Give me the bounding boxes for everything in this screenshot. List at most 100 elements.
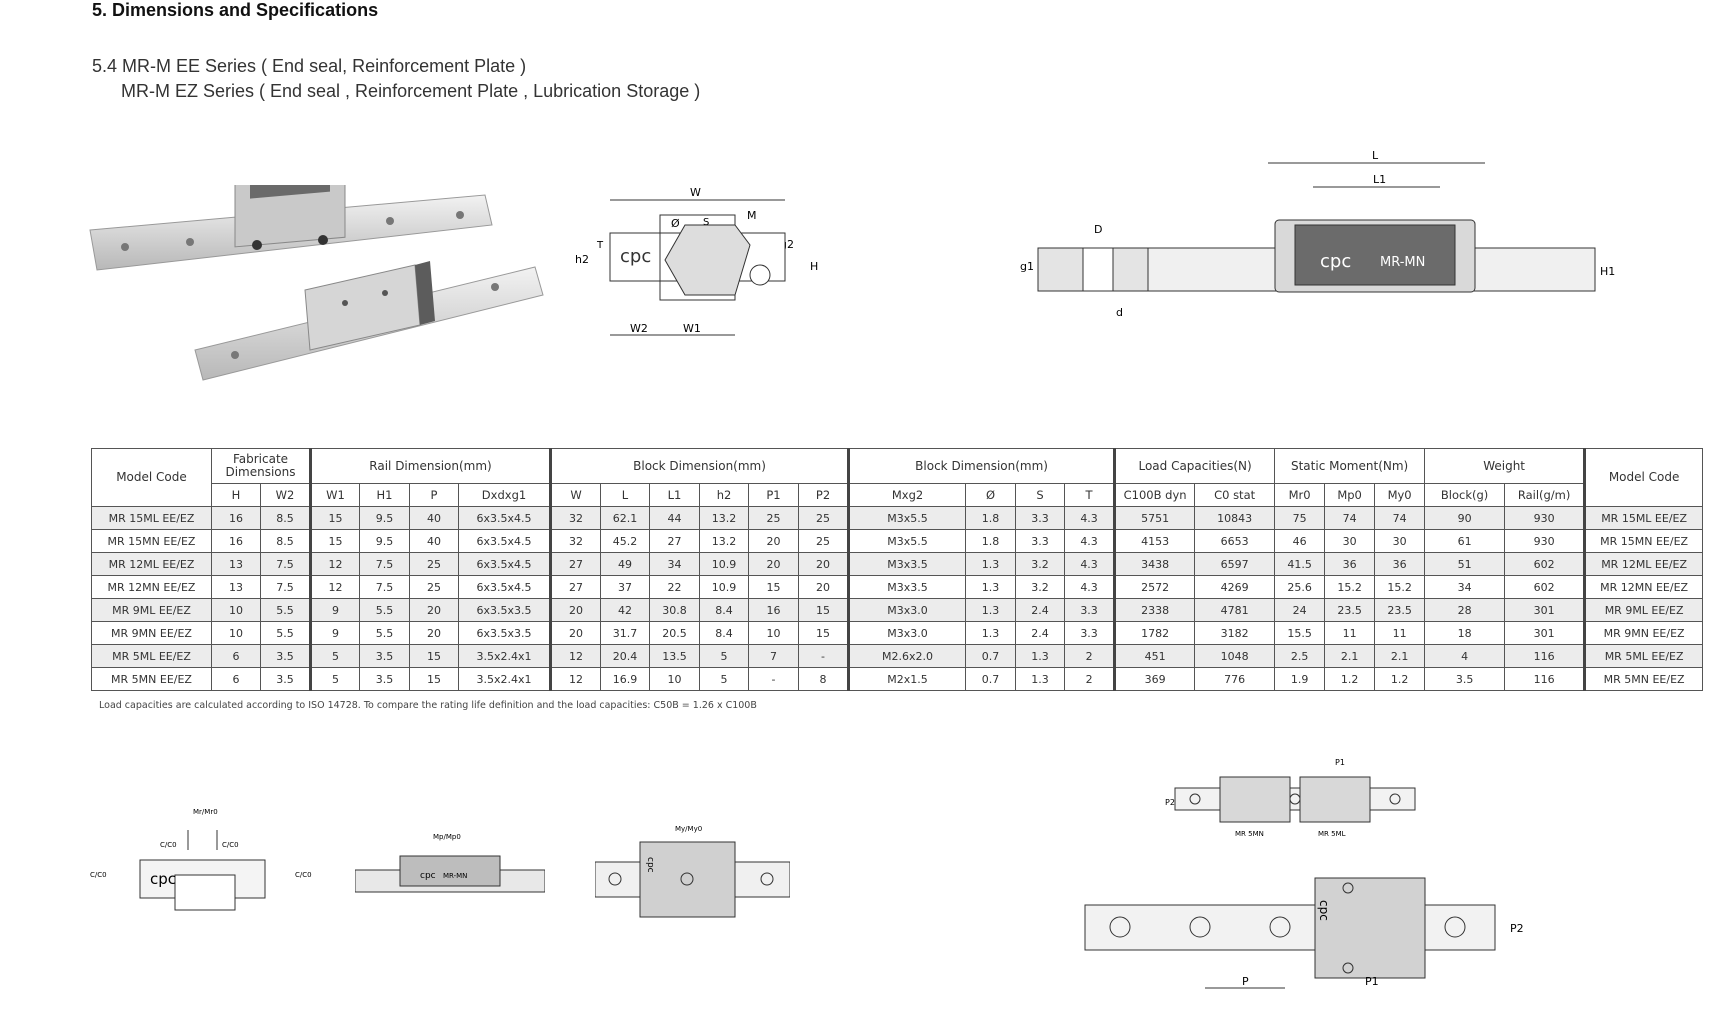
table-cell: 301 [1504,598,1586,622]
dim-label-g1: g1 [1020,260,1034,273]
table-cell: 3.5 [260,644,311,668]
table-cell: 30 [1374,529,1426,553]
section-title: 5. Dimensions and Specifications [92,0,379,20]
series-subtitle-ee: 5.4 MR-M EE Series ( End seal, Reinforce… [92,56,527,76]
model-code-cell: MR 5ML EE/EZ [91,644,212,668]
table-cell: 22 [649,575,700,599]
rail-outline [174,874,236,911]
table-cell: 15 [797,598,850,622]
model-code-cell: MR 12ML EE/EZ [1583,552,1704,576]
table-cell: 5.5 [359,621,410,645]
table-cell: 0.7 [965,644,1017,668]
subheader-p: P [409,483,459,507]
table-cell: 44 [649,506,700,530]
subheader-l: L [600,483,650,507]
table-cell: 25 [797,529,850,553]
side-view-drawing: L L1 D g1 d H1 cpc MR-MN [1020,149,1615,319]
table-cell: 61 [1424,529,1506,553]
footnote: Load capacities are calculated according… [99,700,757,711]
table-cell: 3.3 [1064,598,1116,622]
dim-label-w1: W1 [683,322,701,335]
brand-logo: cpc [1317,900,1331,921]
table-cell: 49 [600,552,650,576]
table-cell: 7 [748,644,799,668]
model-code-cell: MR 12ML EE/EZ [91,552,212,576]
table-cell: 25.6 [1274,575,1326,599]
table-cell: M2x1.5 [847,667,967,691]
table-cell: 15 [797,621,850,645]
table-cell: 4.3 [1064,506,1116,530]
table-cell: 1.2 [1324,667,1376,691]
model-code-cell: MR 5ML EE/EZ [1583,644,1704,668]
table-cell: 0.7 [965,667,1017,691]
table-cell: 25 [409,552,459,576]
subheader-phi: Ø [965,483,1017,507]
table-cell: 5.5 [260,598,311,622]
table-cell: 25 [409,575,459,599]
table-cell: 3.5x2.4x1 [458,667,551,691]
table-cell: 16 [211,506,261,530]
table-cell: 40 [409,506,459,530]
table-cell: 9.5 [359,506,410,530]
model-code-cell: MR 5MN EE/EZ [1583,667,1704,691]
table-cell: 4269 [1194,575,1276,599]
table-cell: 2572 [1113,575,1196,599]
table-cell: 6x3.5x3.5 [458,621,551,645]
subheader-mr0: Mr0 [1274,483,1326,507]
header-block-dimension-2: Block Dimension(mm) [847,448,1116,484]
table-cell: 5 [309,667,360,691]
subheader-p1: P1 [748,483,799,507]
subheader-c0-stat: C0 stat [1194,483,1276,507]
label-c-left-top: C/C0 [160,841,177,849]
table-cell: 7.5 [260,575,311,599]
table-cell: 2.4 [1015,621,1066,645]
table-cell: 23.5 [1374,598,1426,622]
table-cell: 42 [600,598,650,622]
table-cell: M3x5.5 [847,529,967,553]
table-cell: 4781 [1194,598,1276,622]
table-cell: 37 [600,575,650,599]
table-cell: 3.2 [1015,552,1066,576]
table-cell: 8.5 [260,529,311,553]
model-code-cell: MR 12MN EE/EZ [91,575,212,599]
table-cell: 4.3 [1064,529,1116,553]
table-cell: 40 [409,529,459,553]
table-cell: 13.2 [699,529,749,553]
table-cell: 51 [1424,552,1506,576]
table-cell: 5751 [1113,506,1196,530]
dim-label-l1: L1 [1373,173,1386,186]
table-cell: 62.1 [600,506,650,530]
table-cell: 776 [1194,667,1276,691]
table-cell: 6x3.5x3.5 [458,598,551,622]
table-cell: 45.2 [600,529,650,553]
model-code-cell: MR 15MN EE/EZ [1583,529,1704,553]
table-cell: 6x3.5x4.5 [458,575,551,599]
table-cell: 20 [748,529,799,553]
table-cell: 28 [1424,598,1506,622]
table-cell: 20.5 [649,621,700,645]
header-rail-dimension: Rail Dimension(mm) [309,448,551,484]
table-cell: 13.5 [649,644,700,668]
table-cell: 10.9 [699,552,749,576]
table-cell: 15 [309,506,360,530]
table-cell: 116 [1504,644,1586,668]
table-cell: 2 [1064,667,1116,691]
table-cell: 2.5 [1274,644,1326,668]
dim-label-l: L [1372,149,1379,162]
table-cell: 5.5 [359,598,410,622]
table-cell: 7.5 [359,552,410,576]
table-cell: 6x3.5x4.5 [458,506,551,530]
label-c-left: C/C0 [90,871,107,879]
table-cell: 5 [699,644,749,668]
subheader-mp0: Mp0 [1324,483,1376,507]
table-cell: 3.3 [1015,529,1066,553]
table-cell: 10843 [1194,506,1276,530]
dim-label-d: D [1094,223,1102,236]
table-cell: 6x3.5x4.5 [458,529,551,553]
table-cell: M3x5.5 [847,506,967,530]
header-model-code: Model Code [91,448,212,507]
dim-label-m: M [747,209,757,222]
